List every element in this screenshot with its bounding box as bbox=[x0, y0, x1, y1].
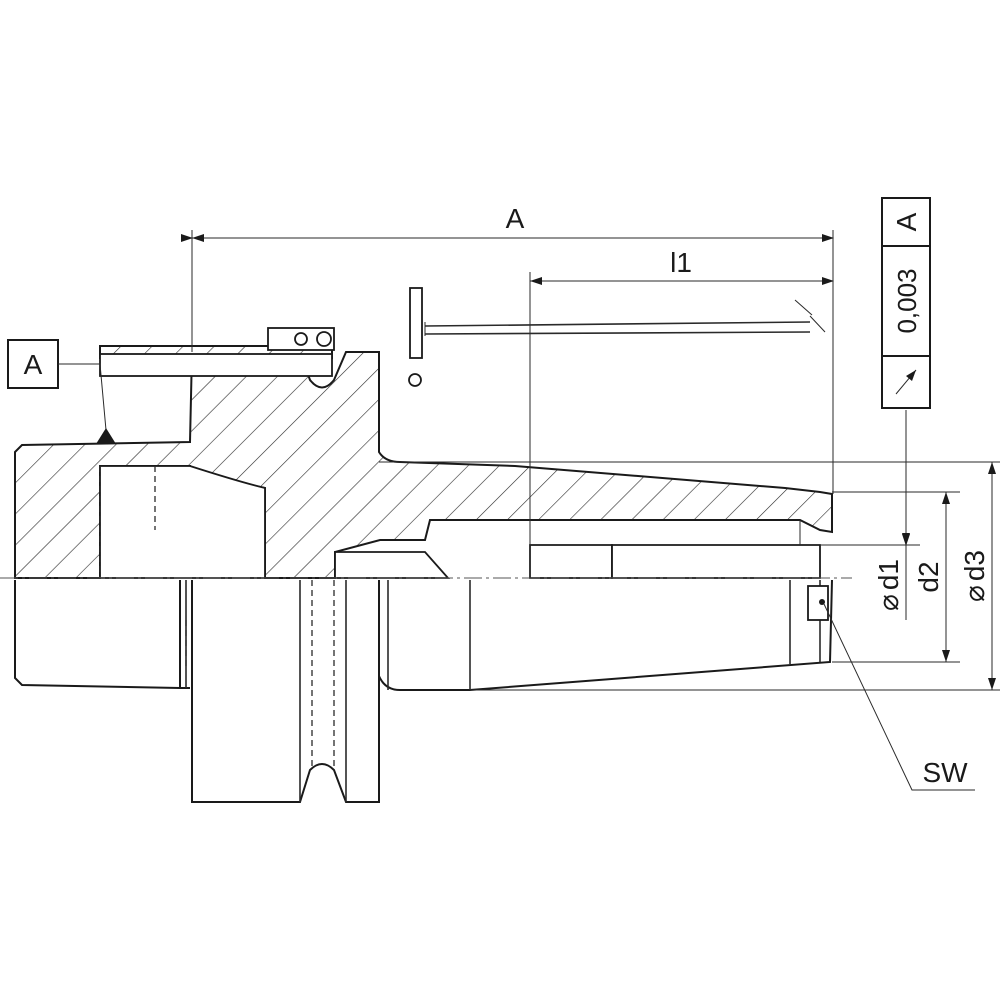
wrench-size: SW bbox=[823, 603, 975, 791]
dim-d1-label: ⌀d1 bbox=[873, 559, 904, 611]
upper-section bbox=[14, 287, 833, 579]
coolant-channel-bottom bbox=[424, 331, 811, 335]
dim-l1-label: l1 bbox=[670, 247, 692, 278]
runout-arrow-icon bbox=[895, 369, 917, 395]
dim-d2-label: d2 bbox=[913, 561, 944, 592]
dimension-a: A bbox=[181, 203, 834, 494]
drawbar-body bbox=[99, 353, 333, 377]
datum-a: A bbox=[7, 339, 116, 444]
flange bbox=[191, 580, 380, 803]
ball bbox=[408, 373, 422, 387]
tolerance-datum: A bbox=[891, 212, 922, 231]
coolant-channel-top bbox=[424, 321, 811, 327]
shank-outline bbox=[378, 579, 833, 691]
diameter-dimensions: ⌀d1 d2 ⌀d3 bbox=[379, 410, 1000, 691]
dimension-l1: l1 bbox=[529, 247, 834, 578]
wrench-size-label: SW bbox=[922, 757, 968, 788]
wrench-flat-dot bbox=[819, 599, 825, 605]
dim-d3-label: ⌀d3 bbox=[959, 550, 990, 602]
dim-a-label: A bbox=[506, 203, 525, 234]
lower-view bbox=[14, 579, 833, 803]
datum-a-label: A bbox=[24, 349, 43, 380]
pin bbox=[409, 287, 423, 359]
taper-bore bbox=[99, 465, 266, 579]
tolerance-value: 0,003 bbox=[892, 268, 922, 333]
o-ring-right bbox=[316, 331, 332, 347]
front-bore-right bbox=[611, 544, 821, 579]
mid-bore bbox=[334, 551, 450, 579]
front-bore bbox=[529, 544, 613, 579]
o-ring-left bbox=[294, 332, 308, 346]
wrench-flat bbox=[807, 585, 829, 621]
hsk-taper bbox=[14, 580, 190, 689]
datum-triangle bbox=[96, 428, 116, 444]
tolerance-frame: A 0,003 bbox=[881, 197, 931, 409]
